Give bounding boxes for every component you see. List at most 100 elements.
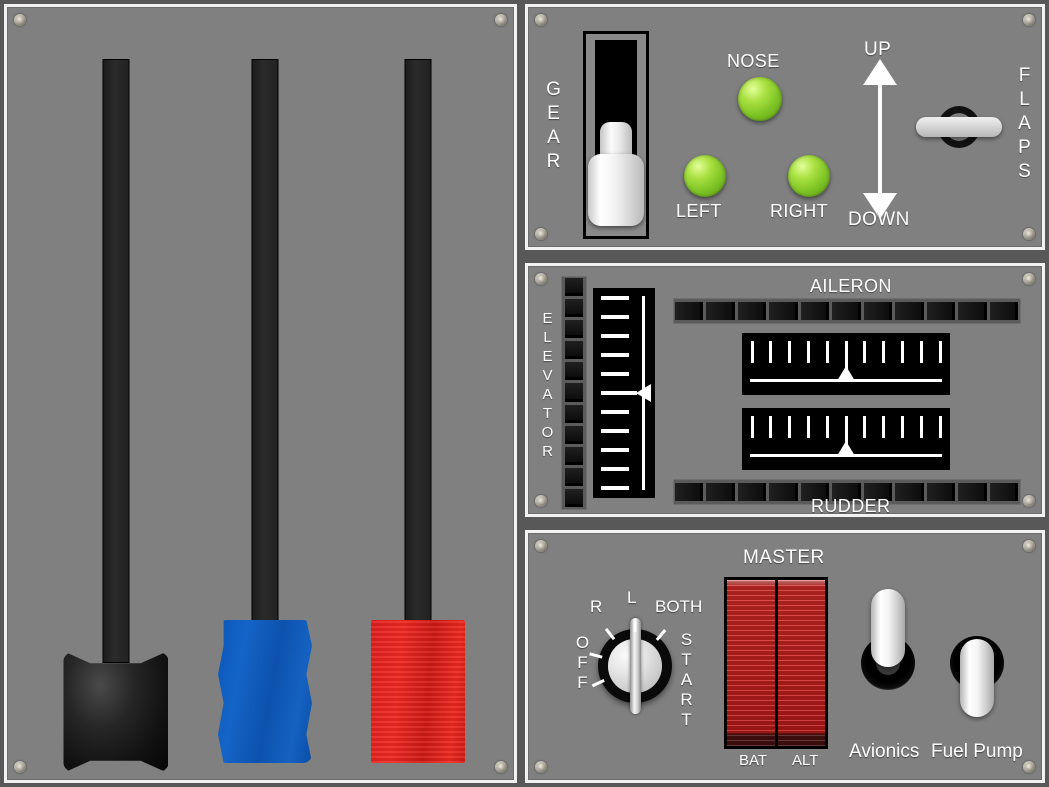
propeller-lever-knob[interactable] <box>218 620 312 763</box>
gauge-tick <box>825 416 829 438</box>
chain-link <box>800 483 830 501</box>
magneto-tick-both <box>633 619 637 632</box>
gear-light-label-nose: NOSE <box>727 51 780 71</box>
fuel-pump-toggle-bat[interactable] <box>960 639 994 717</box>
gear-handle[interactable] <box>586 122 646 230</box>
chain-link <box>832 483 861 501</box>
gauge-tick <box>882 416 886 438</box>
chain-link <box>565 278 583 297</box>
chain-link <box>863 483 893 501</box>
screw-icon <box>535 14 547 26</box>
gear-flaps-panel: GEAR NOSE LEFT RIGHT UP DOWN <box>525 4 1045 250</box>
magneto-option-off[interactable]: OFF <box>573 633 592 693</box>
throttle-lever[interactable] <box>63 59 168 773</box>
screw-icon <box>495 761 507 773</box>
chain-link <box>769 302 798 320</box>
elevator-pointer <box>636 384 651 402</box>
gauge-tick <box>601 334 629 338</box>
gauge-tick <box>900 416 904 438</box>
chain-link <box>565 320 583 339</box>
magneto-option-start[interactable]: START <box>677 630 696 730</box>
chain-link <box>926 483 956 501</box>
aileron-pointer <box>837 366 855 381</box>
magneto-option-both[interactable]: BOTH <box>655 597 703 616</box>
screw-icon <box>14 761 26 773</box>
gauge-tick <box>601 448 629 452</box>
flaps-lever[interactable] <box>916 105 1002 149</box>
propeller-lever[interactable] <box>218 59 312 773</box>
arrow-down-icon <box>863 193 897 219</box>
chain-link <box>706 302 735 320</box>
chain-link <box>800 302 830 320</box>
avionics-toggle-bat[interactable] <box>871 589 905 667</box>
rudder-label: RUDDER <box>811 496 891 516</box>
throttle-quadrant-panel <box>4 4 517 783</box>
chain-link <box>706 483 735 501</box>
chain-link <box>989 302 1018 320</box>
aileron-label: AILERON <box>810 276 892 296</box>
screw-icon <box>535 761 547 773</box>
aileron-gauge[interactable] <box>742 333 950 395</box>
arrow-up-icon <box>863 59 897 85</box>
magneto-pointer <box>629 618 641 714</box>
chain-link <box>565 299 583 318</box>
flaps-direction-arrow <box>857 59 903 219</box>
mixture-lever[interactable] <box>371 59 465 773</box>
flaps-label: FLAPS <box>1014 65 1035 185</box>
chain-link <box>565 362 583 381</box>
rudder-gauge[interactable] <box>742 408 950 470</box>
elevator-gauge[interactable] <box>593 288 655 498</box>
screw-icon <box>535 540 547 552</box>
gauge-tick <box>900 341 904 363</box>
avionics-toggle-switch[interactable] <box>858 589 918 693</box>
gear-handle-grip <box>588 154 644 226</box>
screw-icon <box>1023 495 1035 507</box>
gear-light-label-right: RIGHT <box>770 201 828 221</box>
fuel-pump-label: Fuel Pump <box>931 741 1023 762</box>
master-switch-alt[interactable] <box>774 580 825 746</box>
gauge-tick <box>938 416 942 438</box>
chain-link <box>565 341 583 360</box>
avionics-label: Avionics <box>849 741 920 762</box>
gear-selector-slot[interactable] <box>583 31 649 239</box>
chain-link <box>832 302 861 320</box>
master-switch-bat[interactable] <box>727 580 775 746</box>
gauge-tick <box>919 416 923 438</box>
gauge-tick <box>769 416 773 438</box>
gauge-tick <box>601 315 629 319</box>
gauge-tick <box>788 341 792 363</box>
screw-icon <box>535 495 547 507</box>
chain-link <box>895 483 924 501</box>
chain-link <box>565 488 583 507</box>
chain-link <box>565 383 583 402</box>
gear-light-label-left: LEFT <box>676 201 722 221</box>
master-switch-bat-label: BAT <box>739 752 768 769</box>
screw-icon <box>1023 273 1035 285</box>
trim-indicator-panel: ELEVATOR AILERON RUDDER <box>525 263 1045 517</box>
master-switch-pair[interactable] <box>724 577 828 749</box>
chain-link <box>958 483 987 501</box>
chain-link <box>958 302 987 320</box>
mixture-lever-knob[interactable] <box>371 620 465 763</box>
gauge-tick <box>806 341 810 363</box>
gear-light-nose <box>738 77 782 121</box>
gauge-tick <box>769 341 773 363</box>
screw-icon <box>535 228 547 240</box>
magneto-option-r[interactable]: R <box>590 597 603 616</box>
elevator-chain <box>561 276 587 510</box>
magneto-option-l[interactable]: L <box>627 588 637 607</box>
fuel-pump-toggle-switch[interactable] <box>947 633 1007 717</box>
chain-link <box>737 302 767 320</box>
screw-icon <box>1023 540 1035 552</box>
flaps-lever-bar[interactable] <box>916 117 1002 137</box>
screw-icon <box>495 14 507 26</box>
throttle-lever-knob[interactable] <box>63 651 168 773</box>
elevator-label: ELEVATOR <box>539 310 556 462</box>
flaps-down-label: DOWN <box>848 209 910 230</box>
magneto-ignition-switch[interactable] <box>589 618 672 714</box>
gauge-tick <box>601 467 629 471</box>
propeller-lever-shaft <box>251 59 279 629</box>
master-label: MASTER <box>743 547 825 568</box>
chain-link <box>565 467 583 486</box>
